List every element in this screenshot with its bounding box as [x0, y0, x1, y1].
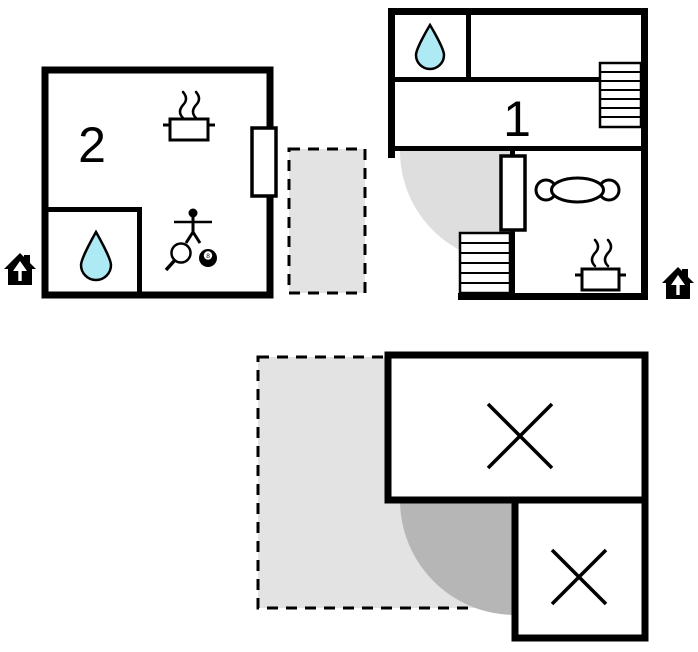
steam-icon: [590, 238, 600, 268]
table-tennis-paddle-icon: [164, 242, 192, 272]
crossed-room-upper: [384, 351, 649, 504]
crossed-room-lower: [511, 496, 649, 642]
water-drop-icon: [414, 22, 446, 71]
entrance-house-icon: [662, 267, 694, 299]
stove-icon: [163, 90, 215, 142]
entrance-house-icon: [4, 253, 36, 285]
sofa-icon: [534, 176, 621, 204]
door-icon: [250, 126, 278, 198]
unit-1: 1: [388, 8, 648, 300]
unit-2-outline: [41, 66, 274, 299]
stove-icon: [575, 238, 626, 292]
billiard-8-ball-number: 8: [206, 253, 210, 260]
unit-1-label: 1: [503, 91, 531, 147]
door-swing-area: [400, 500, 515, 615]
crossed-room-icon: [550, 548, 608, 606]
unit-1-wall-right: [641, 8, 648, 300]
water-drop-icon: [79, 229, 113, 282]
steam-icon: [603, 238, 613, 268]
unit-1-interior-wall-upper: [395, 77, 600, 82]
unit-2-label: 2: [78, 117, 106, 173]
door-icon: [499, 154, 527, 232]
unit-2-terrace: [287, 147, 367, 295]
unit-2: 2 8: [41, 66, 278, 299]
steam-icon: [178, 90, 188, 120]
unit-1-wall-bottom: [458, 293, 648, 300]
crossed-room-icon: [486, 402, 554, 470]
unit-1-wall-top: [388, 8, 648, 15]
steam-icon: [191, 90, 201, 120]
lower-floor: [256, 351, 649, 642]
billiard-8-ball-icon: 8: [199, 249, 217, 267]
unit-1-interior-wall-middle: [395, 146, 641, 151]
foosball-player-icon: [174, 208, 212, 244]
stairs-icon: [458, 231, 512, 295]
stairs-icon: [598, 61, 643, 129]
unit-1-shower-wall-vertical: [466, 15, 471, 82]
unit-1-wall-left: [388, 8, 395, 158]
